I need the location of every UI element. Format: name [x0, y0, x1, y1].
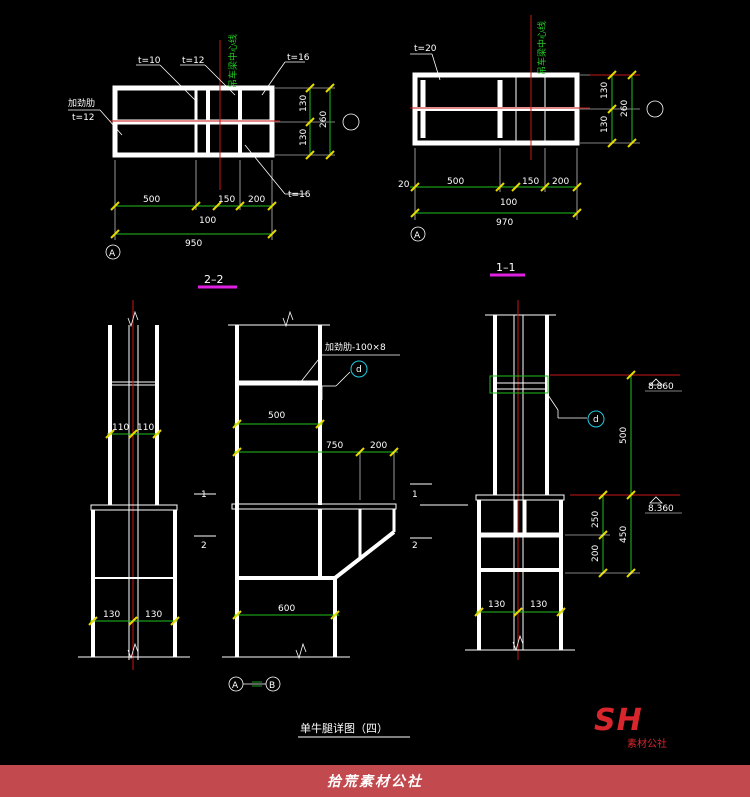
plan-right-total: 970	[496, 218, 513, 228]
elev-mid-dim-500: 500	[268, 411, 285, 421]
plan-right-axis: A	[414, 231, 421, 241]
plan-left-plate-2: t=12	[182, 56, 205, 66]
elev-right-dim-bot-2: 130	[530, 600, 547, 610]
watermark-logo-sub: 素材公社	[627, 739, 667, 750]
plan-left-h3: 260	[319, 111, 329, 128]
elev-right-level-top: 8.860	[648, 382, 674, 392]
elev-mid-axis-a: A	[232, 681, 239, 691]
elev-mid-dim-600: 600	[278, 604, 295, 614]
plan-left-h2: 130	[299, 129, 309, 146]
cut-2-right: 2	[412, 541, 418, 551]
plan-right-plate: t=20	[414, 44, 437, 54]
plan-left-stiffener-t: t=12	[72, 113, 95, 123]
elev-right-dim-200: 200	[591, 545, 601, 562]
footer-banner	[0, 765, 750, 797]
elev-left-dim-bot-1: 130	[103, 610, 120, 620]
elev-right-level-bottom: 8.360	[648, 504, 674, 514]
elev-left-dim-bot-2: 130	[145, 610, 162, 620]
plan-right-h2: 130	[600, 116, 610, 133]
plan-right-w0: 20	[398, 180, 410, 190]
elev-mid-stiffener-callout: 加劲肋-100×8	[325, 341, 386, 353]
watermark-logo-mark: SH	[594, 703, 643, 738]
elev-right: d 8.860 8.360 500 250 450 200 130 130	[465, 300, 682, 660]
plan-left-centerline-label: 吊车梁中心线	[227, 34, 239, 88]
elev-mid: 加劲肋-100×8 d 500 750 200 600 A B	[222, 310, 400, 692]
plan-right-w3: 200	[552, 177, 569, 187]
elev-mid-dim-750: 750	[326, 441, 343, 451]
watermark-logo: SH 素材公社	[594, 703, 684, 753]
plan-left-plate-3: t=16	[287, 53, 310, 63]
plan-left-stiffener-label: 加劲肋	[68, 97, 95, 109]
elev-right-detail-mark: d	[593, 415, 599, 425]
elev-right-dim-250: 250	[591, 511, 601, 528]
plan-left-total: 950	[185, 239, 202, 249]
plan-left-plate-1: t=10	[138, 56, 161, 66]
elev-left: 110 110 130 130	[78, 300, 190, 670]
section-title-2-2: 2–2	[204, 273, 224, 286]
section-title-1-1: 1–1	[496, 261, 516, 274]
elev-right-dim-bot-1: 130	[488, 600, 505, 610]
elev-left-dim-top-2: 110	[137, 423, 154, 433]
cut-1-right: 1	[412, 490, 418, 500]
elev-right-dim-500: 500	[619, 427, 629, 444]
plan-right-w2: 150	[522, 177, 539, 187]
plan-left-w2: 150	[218, 195, 235, 205]
plan-right-centerline-label: 吊车梁中心线	[536, 21, 548, 75]
drawing-title: 单牛腿详图（四）	[300, 721, 388, 735]
plan-left-plate-4: t=16	[288, 190, 311, 200]
plan-left-w1: 500	[143, 195, 160, 205]
cut-1-left: 1	[201, 490, 207, 500]
elev-mid-axis-b: B	[269, 681, 275, 691]
cut-2-left: 2	[201, 541, 207, 551]
plan-left-w4: 100	[199, 216, 216, 226]
plan-right-w4: 100	[500, 198, 517, 208]
elev-mid-dim-200: 200	[370, 441, 387, 451]
elev-left-dim-top-1: 110	[112, 423, 129, 433]
plan-left-w3: 200	[248, 195, 265, 205]
plan-left-axis: A	[109, 249, 116, 259]
plan-right-h3: 260	[620, 100, 630, 117]
section-cuts: 1 2 1 2	[194, 483, 468, 551]
plan-left: 吊车梁中心线 t=10 t=12 t=16 t=16 加劲肋 t=12 130 …	[68, 34, 360, 260]
footer-banner-text: 拾荒素材公社	[327, 774, 423, 790]
plan-right-w1: 500	[447, 177, 464, 187]
plan-right: 吊车梁中心线 t=20 130 130 260 20 500 150	[398, 15, 664, 242]
plan-right-h1: 130	[600, 82, 610, 99]
elev-right-dim-450: 450	[619, 526, 629, 543]
elev-mid-detail-mark: d	[356, 365, 362, 375]
plan-left-h1: 130	[299, 95, 309, 112]
